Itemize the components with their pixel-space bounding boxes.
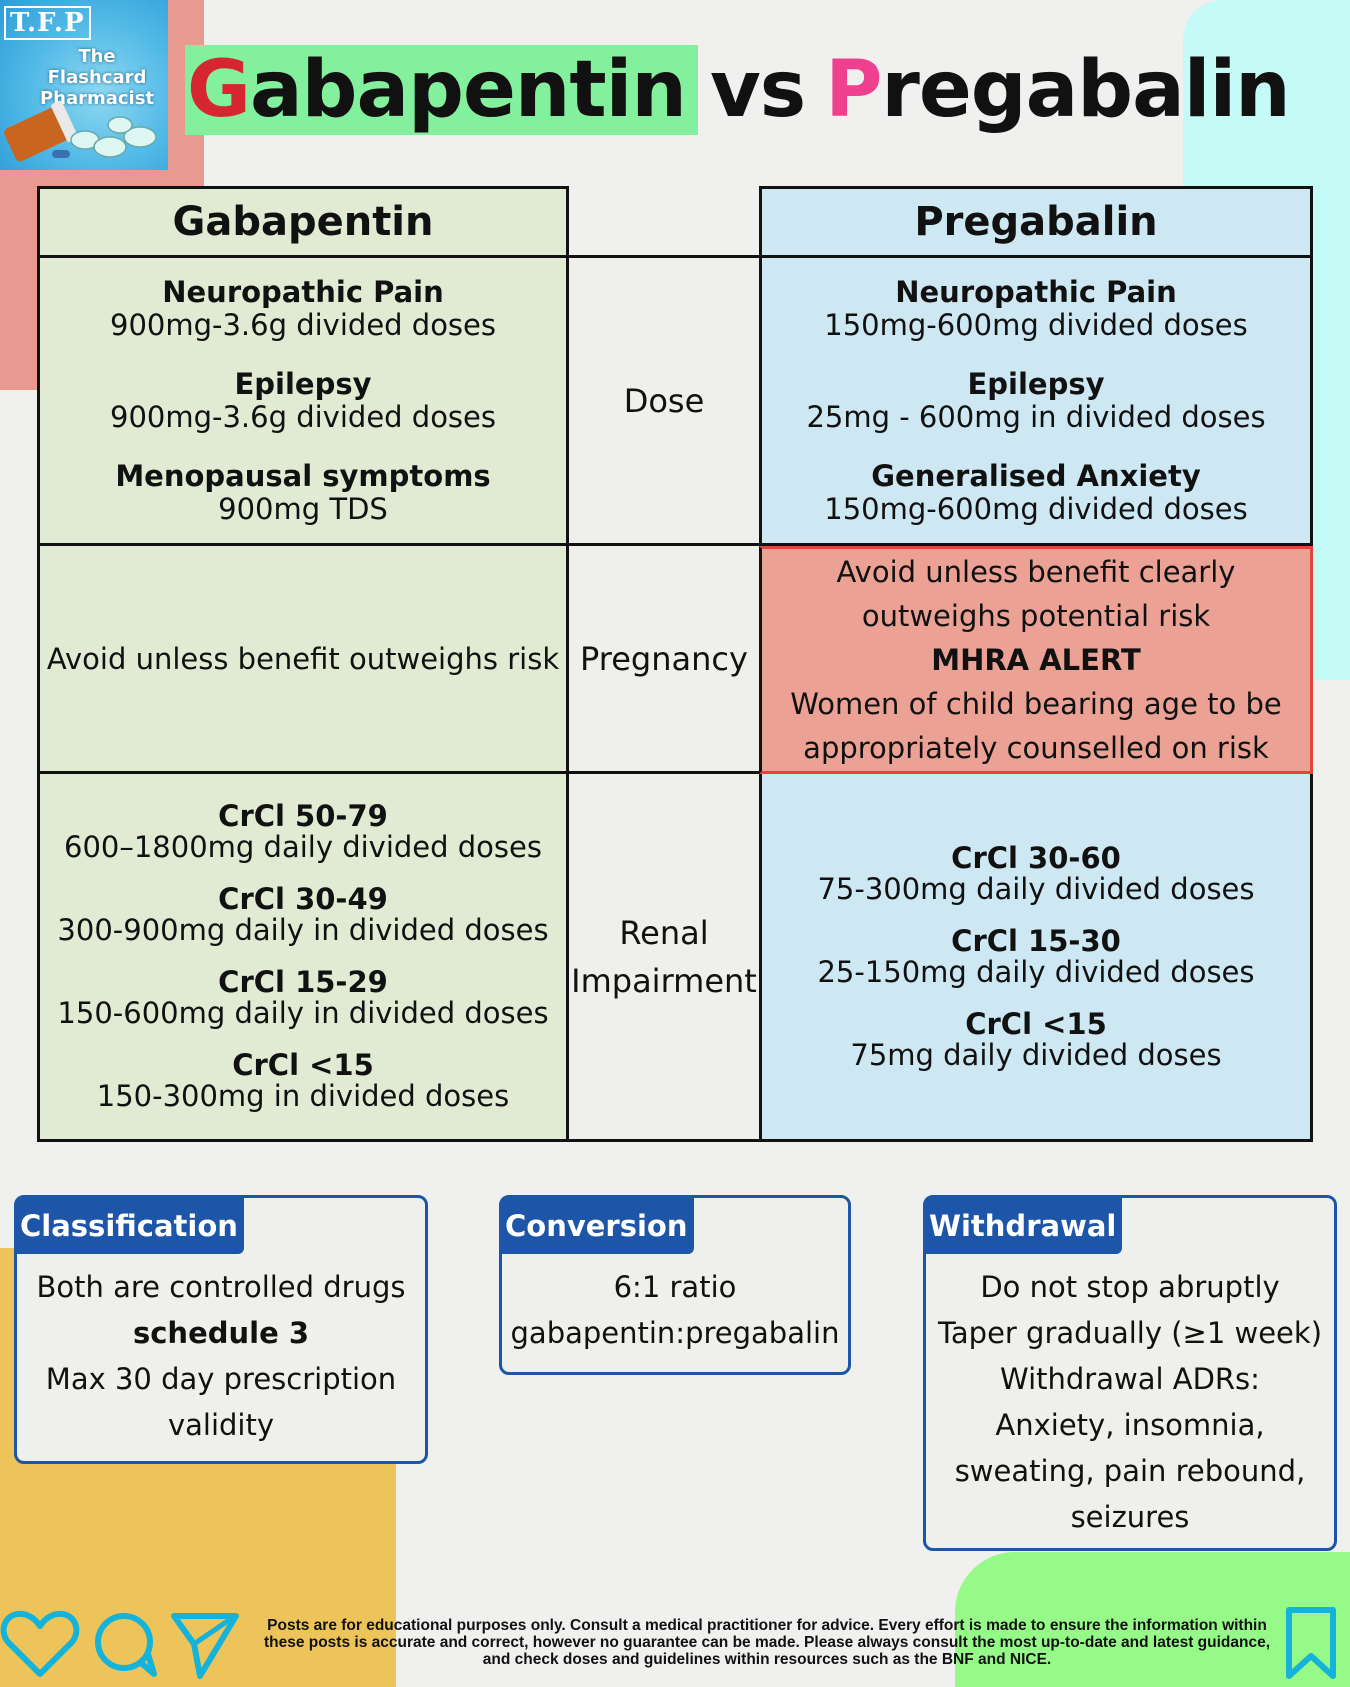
renal-heading: CrCl 30-60 xyxy=(951,840,1121,875)
row-label-dose: Dose xyxy=(569,258,759,546)
renal-heading: CrCl 50-79 xyxy=(218,799,388,833)
dose-heading: Epilepsy xyxy=(234,366,372,401)
logo: T.F.P The Flashcard Pharmacist xyxy=(0,0,168,170)
classification-line: Max 30 day prescription xyxy=(45,1362,397,1396)
renal-text: 75-300mg daily divided doses xyxy=(817,871,1255,906)
comment-icon[interactable] xyxy=(95,1613,157,1677)
renal-text: 25-150mg daily divided doses xyxy=(817,954,1255,989)
withdrawal-line: Do not stop abruptly xyxy=(980,1270,1280,1304)
mhra-alert-label: MHRA ALERT xyxy=(931,643,1141,677)
withdrawal-line: seizures xyxy=(1070,1500,1190,1534)
share-icon[interactable] xyxy=(171,1613,239,1679)
conversion-ratio: 6:1 ratio xyxy=(613,1270,737,1304)
dose-text: 150mg-600mg divided doses xyxy=(824,307,1248,342)
renal-heading: CrCl 30-49 xyxy=(218,882,388,916)
withdrawal-card: Withdrawal Do not stop abruptly Taper gr… xyxy=(923,1195,1337,1551)
renal-heading: CrCl 15-29 xyxy=(218,965,388,999)
title-p-letter: P xyxy=(825,45,882,135)
dose-heading: Neuropathic Pain xyxy=(162,274,444,309)
disclaimer-text: Posts are for educational purposes only.… xyxy=(263,1617,1271,1668)
classification-tag: Classification xyxy=(17,1198,244,1254)
title-vs: vs xyxy=(709,45,806,135)
classification-line: validity xyxy=(167,1408,275,1442)
header-gabapentin: Gabapentin xyxy=(37,186,569,258)
title-pregabalin: Pregabalin xyxy=(825,45,1290,135)
row-label-renal: Renal Impairment xyxy=(569,774,759,1142)
withdrawal-line: Anxiety, insomnia, xyxy=(995,1408,1265,1442)
dose-text: 900mg TDS xyxy=(218,491,388,526)
withdrawal-line: Taper gradually (≥1 week) xyxy=(937,1316,1323,1350)
dose-text: 900mg-3.6g divided doses xyxy=(110,399,496,434)
dose-text: 900mg-3.6g divided doses xyxy=(110,307,496,342)
conversion-drugs: gabapentin:pregabalin xyxy=(510,1316,840,1350)
conversion-card: Conversion 6:1 ratio gabapentin:pregabal… xyxy=(499,1195,851,1375)
classification-schedule: schedule 3 xyxy=(132,1316,310,1350)
renal-heading: CrCl <15 xyxy=(965,1006,1107,1041)
renal-text: 75mg daily divided doses xyxy=(850,1037,1222,1072)
renal-label-line2: Impairment xyxy=(571,961,757,1000)
logo-initials: T.F.P xyxy=(4,6,91,40)
renal-text: 300-900mg daily in divided doses xyxy=(57,913,549,947)
mhra-alert-text: Women of child bearing age to be appropr… xyxy=(790,687,1282,765)
renal-heading: CrCl 15-30 xyxy=(951,923,1121,958)
decor-green-block xyxy=(955,1552,1350,1687)
pregnancy-pregabalin-text: Avoid unless benefit clearly outweighs p… xyxy=(836,555,1236,633)
conversion-tag: Conversion xyxy=(502,1198,694,1254)
title-gab-rest: abapentin xyxy=(250,45,687,135)
dose-heading: Menopausal symptoms xyxy=(115,458,491,493)
logo-name: The Flashcard Pharmacist xyxy=(39,46,155,109)
pregnancy-pregabalin: Avoid unless benefit clearly outweighs p… xyxy=(759,546,1313,774)
social-icons xyxy=(0,1610,239,1679)
header-pregabalin: Pregabalin xyxy=(759,186,1313,258)
bookmark-icon[interactable] xyxy=(1283,1606,1339,1682)
renal-label-line1: Renal xyxy=(619,913,709,952)
row-label-pregnancy: Pregnancy xyxy=(569,546,759,774)
dose-heading: Generalised Anxiety xyxy=(871,458,1201,493)
pill-bottle-icon xyxy=(4,100,157,162)
withdrawal-line: Withdrawal ADRs: xyxy=(1000,1362,1260,1396)
dose-heading: Epilepsy xyxy=(967,366,1105,401)
renal-text: 600–1800mg daily divided doses xyxy=(64,830,542,864)
title-pre-rest: regabalin xyxy=(881,45,1290,135)
header-spacer xyxy=(569,186,759,258)
classification-card: Classification Both are controlled drugs… xyxy=(14,1195,428,1464)
title-g-letter: G xyxy=(187,45,251,135)
dose-text: 25mg - 600mg in divided doses xyxy=(806,399,1266,434)
dose-text: 150mg-600mg divided doses xyxy=(824,491,1248,526)
pregnancy-gabapentin-text: Avoid unless benefit outweighs risk xyxy=(46,641,560,676)
renal-heading: CrCl <15 xyxy=(232,1048,374,1082)
withdrawal-tag: Withdrawal xyxy=(926,1198,1123,1254)
withdrawal-line: sweating, pain rebound, xyxy=(954,1454,1306,1488)
pregnancy-gabapentin: Avoid unless benefit outweighs risk xyxy=(37,546,569,774)
renal-text: 150-300mg in divided doses xyxy=(96,1079,510,1113)
renal-text: 150-600mg daily in divided doses xyxy=(57,996,549,1030)
classification-line: Both are controlled drugs xyxy=(36,1270,406,1304)
heart-icon[interactable] xyxy=(0,1610,80,1677)
dose-heading: Neuropathic Pain xyxy=(895,274,1177,309)
